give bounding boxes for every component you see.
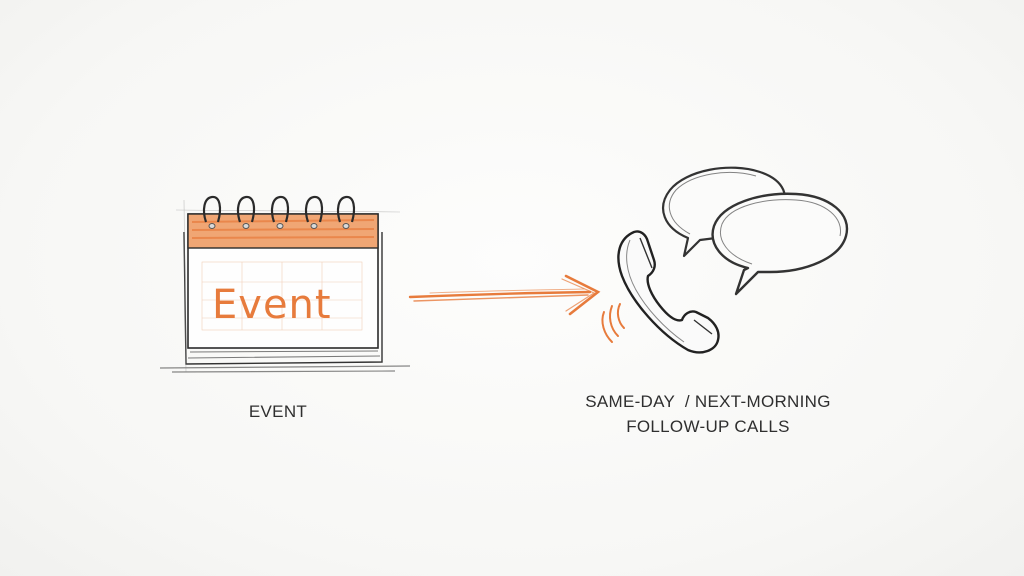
event-label: EVENT (248, 402, 308, 421)
speech-bubbles-icon (662, 166, 849, 296)
calendar-icon: Event (159, 195, 411, 373)
follow-up-calls-label-line2: FOLLOW-UP CALLS (626, 417, 790, 436)
phone-handset-icon (601, 230, 720, 354)
follow-up-calls-label-line1: SAME-DAY / NEXT-MORNING (585, 392, 831, 411)
arrow-right-icon (408, 274, 601, 316)
calendar-text: Event (212, 282, 332, 328)
follow-up-calls-label: SAME-DAY / NEXT-MORNING FOLLOW-UP CALLS (548, 389, 868, 439)
